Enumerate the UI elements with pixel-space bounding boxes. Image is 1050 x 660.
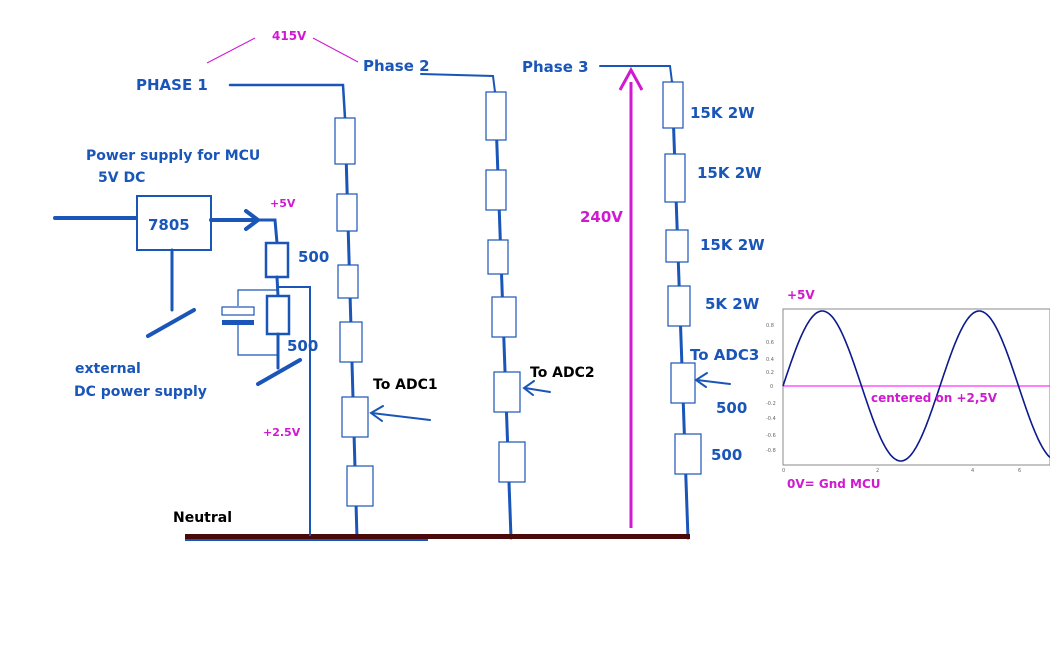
phase1-resistor-4 <box>339 321 363 363</box>
mid-voltage-label: +2.5V <box>263 426 301 439</box>
phase1-string <box>334 116 431 540</box>
to-adc1-label: To ADC1 <box>373 377 438 393</box>
r6-label: 500 <box>711 446 742 464</box>
phase3-potentiometer <box>670 362 696 404</box>
phase2-resistor-5 <box>498 441 526 483</box>
phase3-resistor-1 <box>662 81 684 129</box>
line-voltage-label: 415V <box>272 29 307 43</box>
r2-label: 15K 2W <box>697 164 762 182</box>
phase3-resistor-2 <box>664 153 686 203</box>
regulator-label: 7805 <box>148 216 190 234</box>
y-tick-label: 0.6 <box>766 340 774 346</box>
phase2-wiper-arrowhead <box>522 380 535 396</box>
phase2-resistor-4 <box>491 296 517 338</box>
divider-bottom-label: 500 <box>287 337 318 355</box>
y-tick-label: -0.4 <box>766 416 776 422</box>
phase2-potentiometer <box>493 371 521 413</box>
divider-ground-symbol <box>256 358 302 386</box>
x-ticks: 0 2 4 6 <box>782 468 1021 474</box>
r5-label: 500 <box>716 399 747 417</box>
phase1-wire <box>228 83 347 120</box>
phase3-string <box>662 80 731 540</box>
r3-label: 15K 2W <box>700 236 765 254</box>
divider-top-label: 500 <box>298 248 329 266</box>
phase2-resistor-2 <box>485 169 507 211</box>
plot-frame <box>782 308 1050 466</box>
capacitor-top-wire <box>237 289 278 306</box>
x-tick-label: 4 <box>971 468 974 474</box>
phase2-string <box>485 90 551 540</box>
phase1-wiper-arrowhead <box>369 405 384 422</box>
divider-feed-wire <box>256 218 279 245</box>
phase1-wiper-arrow <box>371 412 431 421</box>
phase3-resistor-4 <box>667 285 691 327</box>
phase3-wiper-arrowhead <box>694 372 708 388</box>
r4-label: 5K 2W <box>705 295 760 313</box>
waveform-plot: 0.8 0.6 0.4 0.2 0 -0.2 -0.4 -0.6 -0.8 0 … <box>766 308 1050 474</box>
y-tick-label: -0.2 <box>766 401 776 407</box>
capacitor-plate-top <box>221 306 255 316</box>
divider-resistor-top <box>264 241 290 279</box>
phase2-wire <box>420 73 496 93</box>
phase3-wire <box>599 65 673 83</box>
phase3-resistor-3 <box>665 229 689 263</box>
phase1-potentiometer <box>341 396 369 438</box>
midpoint-wire <box>277 286 311 536</box>
neutral-bar <box>185 534 690 539</box>
phase1-resistor-2 <box>336 193 358 232</box>
phase3-wiper-arrow <box>696 379 731 385</box>
r1-label: 15K 2W <box>690 104 755 122</box>
phase3-resistor-5 <box>674 433 702 475</box>
plus5-supply-label: +5V <box>270 197 296 210</box>
phase2-resistor-1 <box>485 91 507 141</box>
phase1-resistor-3 <box>337 264 359 299</box>
power-supply-title: Power supply for MCU <box>86 148 260 164</box>
to-adc2-label: To ADC2 <box>530 365 595 381</box>
y-tick-label: 0.8 <box>766 323 774 329</box>
regulator-7805 <box>136 195 212 251</box>
phase3-label: Phase 3 <box>522 58 589 76</box>
waveform-bottom-label: 0V= Gnd MCU <box>787 477 881 491</box>
phase1-resistor-1 <box>334 117 356 165</box>
x-tick-label: 2 <box>876 468 879 474</box>
external-supply-line2: DC power supply <box>74 384 207 400</box>
y-tick-label: 0 <box>770 384 773 390</box>
phase2-label: Phase 2 <box>363 57 430 75</box>
line-voltage-pointer-left <box>206 37 256 64</box>
regulator-ground-symbol <box>146 308 196 338</box>
line-voltage-pointer-right <box>312 37 359 63</box>
y-tick-label: -0.8 <box>766 448 776 454</box>
phase1-resistor-5 <box>346 465 374 507</box>
phase-voltage-label: 240V <box>580 208 623 226</box>
phase1-label: PHASE 1 <box>136 76 208 94</box>
power-supply-voltage: 5V DC <box>98 170 145 186</box>
neutral-label: Neutral <box>173 510 232 526</box>
y-tick-label: -0.6 <box>766 433 776 439</box>
capacitor-plate-bottom <box>222 320 254 325</box>
to-adc3-label: To ADC3 <box>690 346 759 364</box>
phase2-resistor-3 <box>487 239 509 275</box>
external-supply-line1: external <box>75 361 141 377</box>
y-tick-label: 0.2 <box>766 370 774 376</box>
waveform-center-label: centered on +2,5V <box>871 391 998 405</box>
phase-voltage-arrowhead <box>618 66 644 91</box>
x-tick-label: 0 <box>782 468 785 474</box>
y-tick-label: 0.4 <box>766 357 774 363</box>
phase2-wiper-arrow <box>524 387 551 393</box>
y-ticks: 0.8 0.6 0.4 0.2 0 -0.2 -0.4 -0.6 -0.8 <box>766 323 776 454</box>
divider-resistor-bottom <box>265 294 291 336</box>
x-tick-label: 6 <box>1018 468 1021 474</box>
sine-wave <box>782 310 1050 462</box>
capacitor-bottom-wire <box>237 325 278 356</box>
waveform-top-label: +5V <box>787 288 815 302</box>
